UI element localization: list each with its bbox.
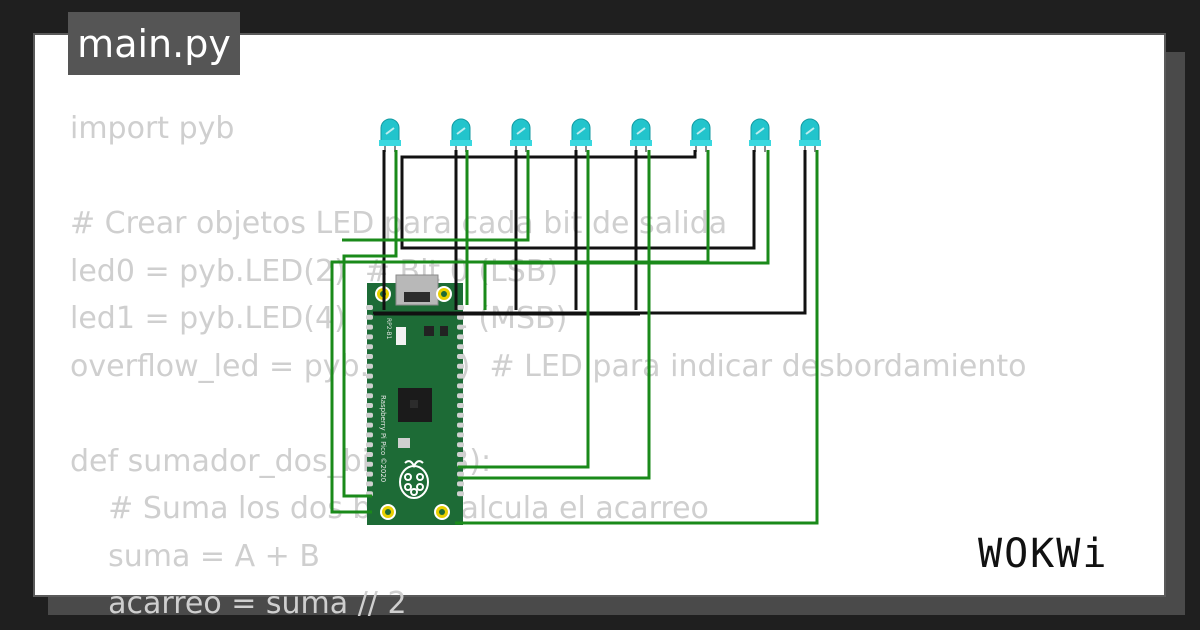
led-icon[interactable] (690, 118, 712, 152)
code-editor: import pyb # Crear objetos LED para cada … (70, 105, 1026, 628)
led-row (379, 118, 821, 152)
board-pins-right (457, 305, 464, 497)
code-line: suma = A + B (70, 538, 320, 574)
code-line: acarreo = suma // 2 (70, 586, 407, 621)
led-icon[interactable] (450, 118, 472, 152)
board-chip-label: RP2-B1 (385, 318, 392, 340)
code-line: led0 = pyb.LED(2) # Bit 0 (LSB) (70, 253, 559, 289)
led-icon[interactable] (749, 118, 771, 152)
board-pins-left (366, 305, 373, 497)
led-icon[interactable] (570, 118, 592, 152)
wires-black (373, 150, 807, 316)
led-icon[interactable] (379, 118, 401, 152)
bootsel-button-icon (396, 327, 406, 345)
wokwi-logo: WOKWi (978, 531, 1108, 577)
file-tab-main-py[interactable]: main.py (68, 12, 240, 75)
led-icon[interactable] (799, 118, 821, 152)
led-icon[interactable] (510, 118, 532, 152)
raspberry-pi-pico-board[interactable]: RP2-B1 Raspberry Pi Pico ©2020 (366, 274, 464, 525)
wires-green (330, 150, 819, 525)
code-line: import pyb (70, 111, 235, 146)
led-icon[interactable] (630, 118, 652, 152)
board-name-label: Raspberry Pi Pico ©2020 (379, 395, 387, 482)
logo-text: WOKWi (978, 531, 1108, 577)
code-line: # Crear objetos LED para cada bit de sal… (70, 206, 728, 241)
raspberry-logo-icon (399, 460, 429, 499)
